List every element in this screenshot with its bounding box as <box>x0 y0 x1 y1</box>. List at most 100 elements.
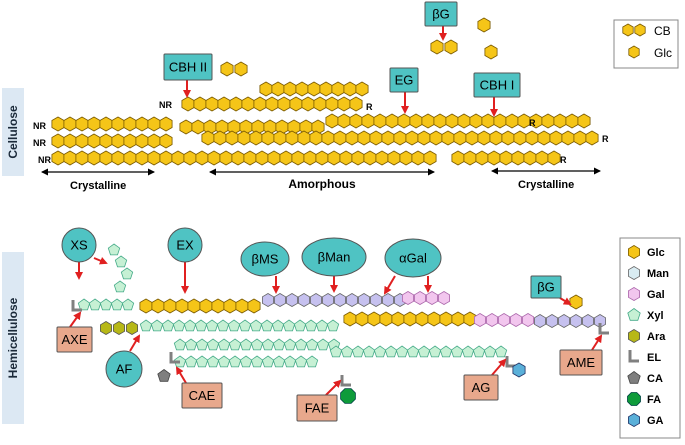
xs-branch-arrow <box>93 257 108 265</box>
ag-attack-arrow <box>491 358 507 376</box>
galactose-residue <box>497 313 511 327</box>
eg-enzyme-box-label: EG <box>395 73 414 88</box>
ag-enzyme-box-label: AG <box>472 380 491 395</box>
galactose-residue <box>485 313 499 327</box>
glucose-residue <box>151 298 165 314</box>
glucose-residue <box>511 150 525 166</box>
glucose-residue <box>465 130 479 146</box>
xylose-residue <box>294 338 308 351</box>
cellulose-side-label-panel: Cellulose <box>2 88 24 176</box>
glucose-residue <box>489 130 503 146</box>
glucose-residue <box>207 150 221 166</box>
xylose-residue <box>183 319 197 332</box>
bman-enzyme-ellipse-label: βMan <box>318 250 351 265</box>
xylose-residue <box>261 355 275 368</box>
glucose-residue <box>253 96 267 112</box>
mannose-residue <box>309 293 323 307</box>
bman-enzyme-ellipse <box>301 237 367 277</box>
glucose-residue <box>547 150 561 166</box>
ferulic-acid-residue <box>340 388 356 404</box>
glucose-residue <box>237 130 251 146</box>
xylose-residue <box>228 338 242 351</box>
glucose-residue <box>349 113 363 129</box>
glucose-residue <box>487 150 501 166</box>
mannose-residue <box>546 314 558 328</box>
glucose-residue <box>147 133 161 149</box>
glucose-residue <box>337 113 351 129</box>
xylose-residue <box>373 345 387 358</box>
glucose-residue <box>135 150 149 166</box>
glucose-residue <box>219 150 233 166</box>
glucose-residue <box>171 150 185 166</box>
glucose-residue <box>357 130 371 146</box>
glucose-residue <box>573 130 587 146</box>
free-glucose <box>484 44 498 60</box>
fae-attack-arrow <box>325 379 342 396</box>
glucose-residue <box>279 150 293 166</box>
mannose-residue <box>321 293 335 307</box>
reducing-end-label: R <box>560 155 567 165</box>
glucose-residue <box>421 113 435 129</box>
glucose-residue <box>159 150 173 166</box>
glucose-residue <box>397 113 411 129</box>
released-glucose <box>569 294 583 310</box>
ame-attack-arrow <box>591 334 603 351</box>
xylose-residue <box>249 319 263 332</box>
fae-enzyme-box-label: FAE <box>305 401 330 416</box>
cbh2-enzyme-box <box>163 53 213 81</box>
glucose-residue <box>159 133 173 149</box>
arabinose-residue <box>113 321 125 335</box>
bms-enzyme-ellipse <box>240 241 290 277</box>
bg-hemicellulose-enzyme-box <box>530 275 562 299</box>
glucose-residue <box>273 130 287 146</box>
xylose-residue <box>340 345 354 358</box>
bg-cellulose-enzyme-box-label: βG <box>432 7 450 22</box>
coumaric-acid-legend-icon <box>627 371 641 384</box>
galactose-residue <box>509 313 522 327</box>
glucose-residue <box>87 150 101 166</box>
glucose-residue <box>373 113 387 129</box>
glucose-residue <box>271 81 285 97</box>
nonreducing-end-label: NR <box>33 138 46 148</box>
nonreducing-end-label: NR <box>159 100 172 110</box>
glucose-legend-icon <box>628 245 640 259</box>
glucose-residue <box>241 96 255 112</box>
free-glucose <box>477 17 491 33</box>
glucuronic-acid-legend-label: GA <box>647 415 664 427</box>
glucose-residue <box>363 150 377 166</box>
glucose-residue <box>493 113 507 129</box>
glucuronic-acid-legend-icon <box>628 413 640 427</box>
mannose-legend-label: Man <box>647 268 669 280</box>
coumaric-acid-legend-label: CA <box>647 373 663 385</box>
glucose-residue <box>499 150 513 166</box>
ester-linkage <box>71 300 82 312</box>
glucuronic-acid-residue <box>512 362 526 378</box>
xylose-residue <box>238 319 252 332</box>
glucose-residue <box>87 133 101 149</box>
glucose-residue <box>453 130 467 146</box>
glucose-residue <box>99 116 113 132</box>
glucose-residue <box>267 150 281 166</box>
glucose-residue <box>475 150 489 166</box>
xylose-residue <box>406 345 420 358</box>
xylose-residue <box>316 338 330 351</box>
glucose-residue <box>261 130 275 146</box>
af-enzyme-circle-label: AF <box>116 362 133 377</box>
xylose-residue <box>250 338 264 351</box>
ester-linkage-legend-icon <box>628 350 639 363</box>
glucose-residue <box>427 311 441 327</box>
glucose-residue <box>541 113 555 129</box>
glucose-residue <box>159 116 173 132</box>
glucose-residue <box>463 150 477 166</box>
ex-enzyme-circle <box>167 227 203 263</box>
galactose-residue <box>401 291 415 305</box>
xylose-residue <box>315 319 329 332</box>
glucose-residue <box>231 150 245 166</box>
glucose-residue <box>135 133 149 149</box>
glucose-residue <box>355 311 369 327</box>
xylose-residue <box>417 345 431 358</box>
mannose-residue <box>273 293 287 307</box>
